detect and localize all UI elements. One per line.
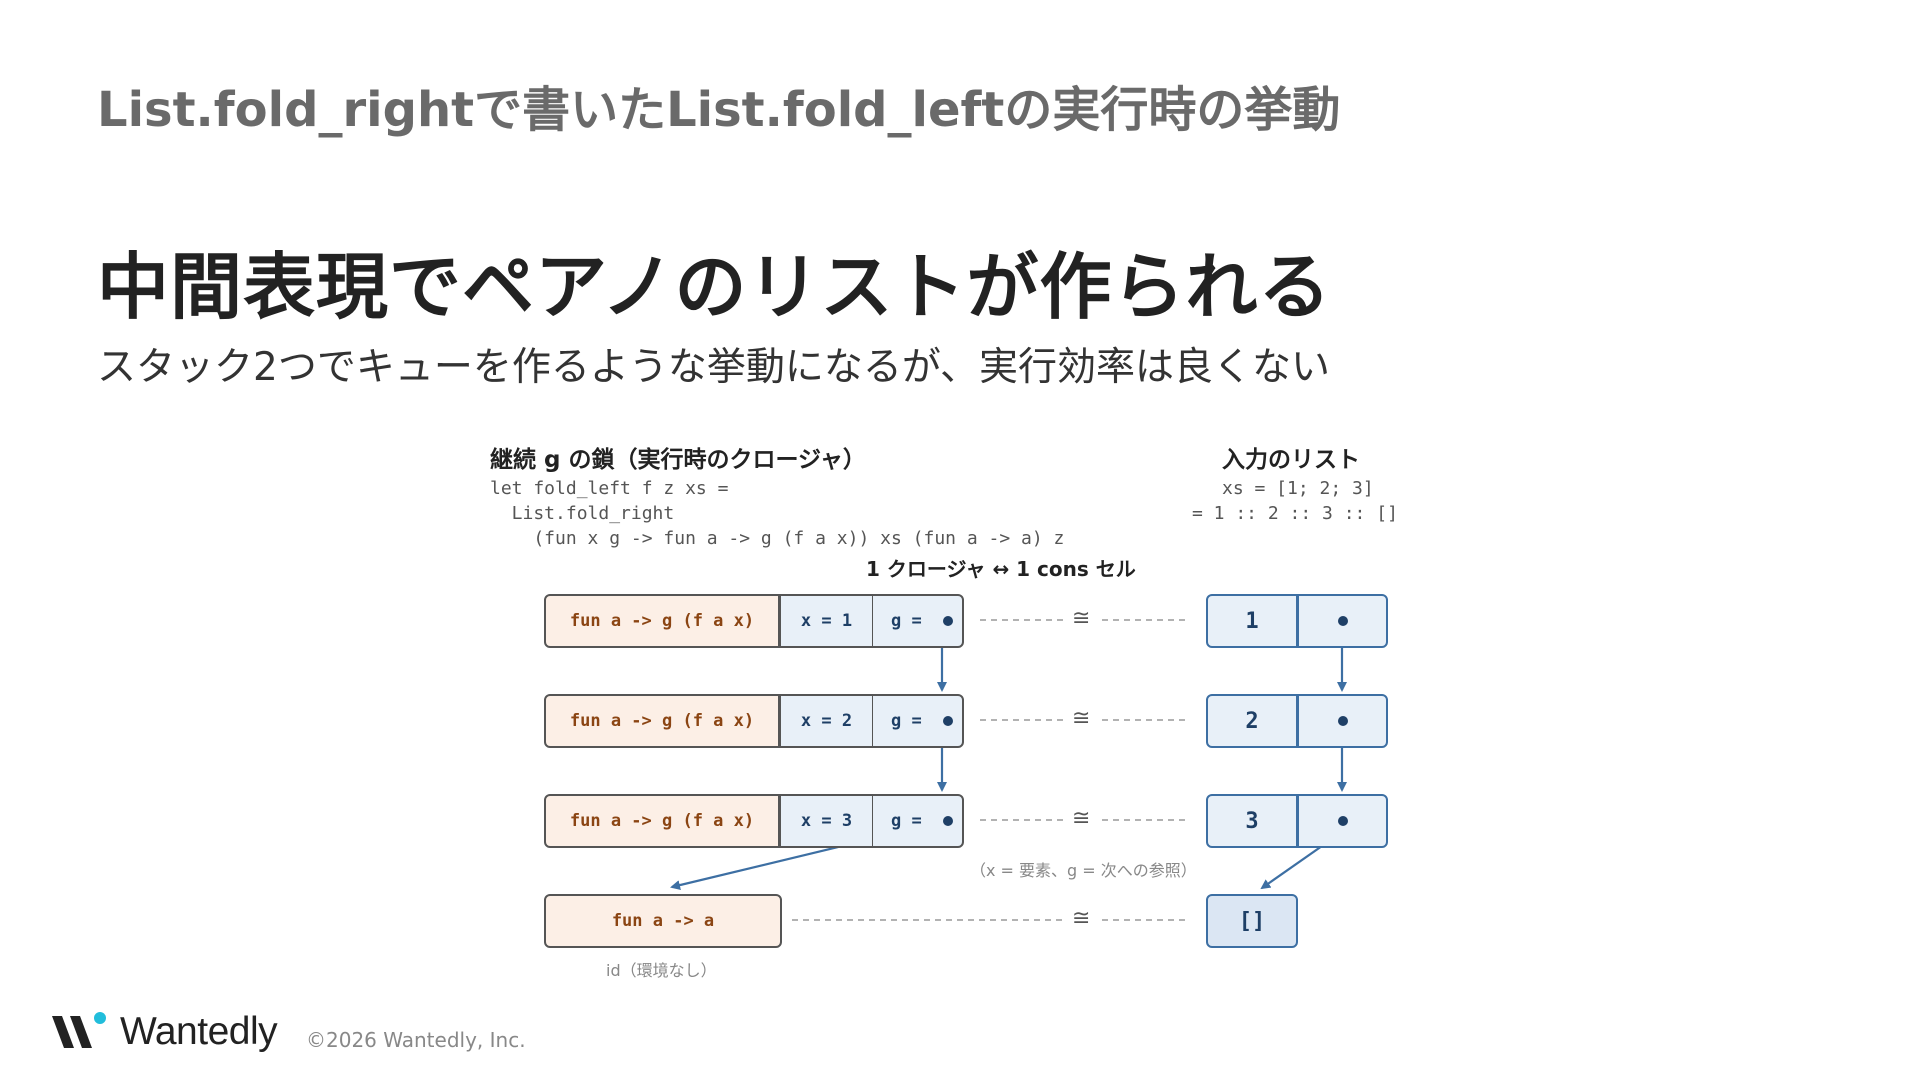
cons-head: 2 (1206, 694, 1298, 748)
pointer-dot-icon (1337, 616, 1348, 626)
closure-x-binding: x = 3 (780, 794, 872, 848)
cons-head: 1 (1206, 594, 1298, 648)
closure-g-binding: g = (872, 694, 964, 748)
closure-body: fun a -> g (f a x) (544, 594, 780, 648)
dashed-link (792, 619, 1188, 921)
closure-g-binding: g = (872, 794, 964, 848)
code-line: (fun x g -> fun a -> g (f a x)) xs (fun … (490, 528, 1065, 549)
closure-g-label: g = (891, 711, 922, 731)
pointer-dot-icon (943, 616, 953, 626)
pointer-dot-icon (943, 716, 953, 726)
iso-symbol: ≅ (1072, 706, 1091, 731)
closure-g-label: g = (891, 811, 922, 831)
headline: 中間表現でペアノのリストが作られる (97, 245, 1332, 329)
cons-head: 3 (1206, 794, 1298, 848)
closure-x-binding: x = 1 (780, 594, 872, 648)
slide-title: List.fold_rightで書いたList.fold_leftの実行時の挙動 (97, 82, 1341, 138)
list-code-line: = 1 :: 2 :: 3 :: [] (1192, 503, 1398, 524)
correspondence-caption: 1 クロージャ ↔ 1 cons セル (866, 557, 1136, 581)
pointer-dot-icon (1337, 816, 1348, 826)
closure-chain-title: 継続 g の鎖（実行時のクロージャ） (490, 447, 866, 473)
closure-x-binding: x = 2 (780, 694, 872, 748)
cons-tail (1298, 594, 1388, 648)
wantedly-logo: Wantedly (50, 1010, 278, 1054)
pointer-arrows (670, 622, 1347, 890)
closure-g-binding: g = (872, 594, 964, 648)
copyright: ©2026 Wantedly, Inc. (306, 1028, 526, 1052)
logo-wordmark: Wantedly (120, 1010, 278, 1053)
iso-symbol: ≅ (1072, 906, 1091, 931)
pointer-dot-icon (943, 816, 953, 826)
nil-cell: [] (1206, 894, 1298, 948)
cons-tail (1298, 694, 1388, 748)
wantedly-mark-icon (52, 1012, 106, 1048)
identity-note: id（環境なし） (606, 961, 717, 980)
closure-g-label: g = (891, 611, 922, 631)
input-list-title: 入力のリスト (1222, 447, 1360, 473)
closure-body: fun a -> g (f a x) (544, 694, 780, 748)
iso-symbol: ≅ (1072, 606, 1091, 631)
cons-tail (1298, 794, 1388, 848)
subheadline: スタック2つでキューを作るような挙動になるが、実行効率は良くない (97, 345, 1331, 390)
code-line: let fold_left f z xs = (490, 478, 729, 499)
code-line: List.fold_right (490, 503, 675, 524)
iso-symbol: ≅ (1072, 806, 1091, 831)
identity-closure: fun a -> a (544, 894, 782, 948)
list-code-line: xs = [1; 2; 3] (1222, 478, 1374, 499)
legend-note: （x = 要素、g = 次への参照） (970, 861, 1197, 880)
pointer-dot-icon (1337, 716, 1348, 726)
closure-body: fun a -> g (f a x) (544, 794, 780, 848)
